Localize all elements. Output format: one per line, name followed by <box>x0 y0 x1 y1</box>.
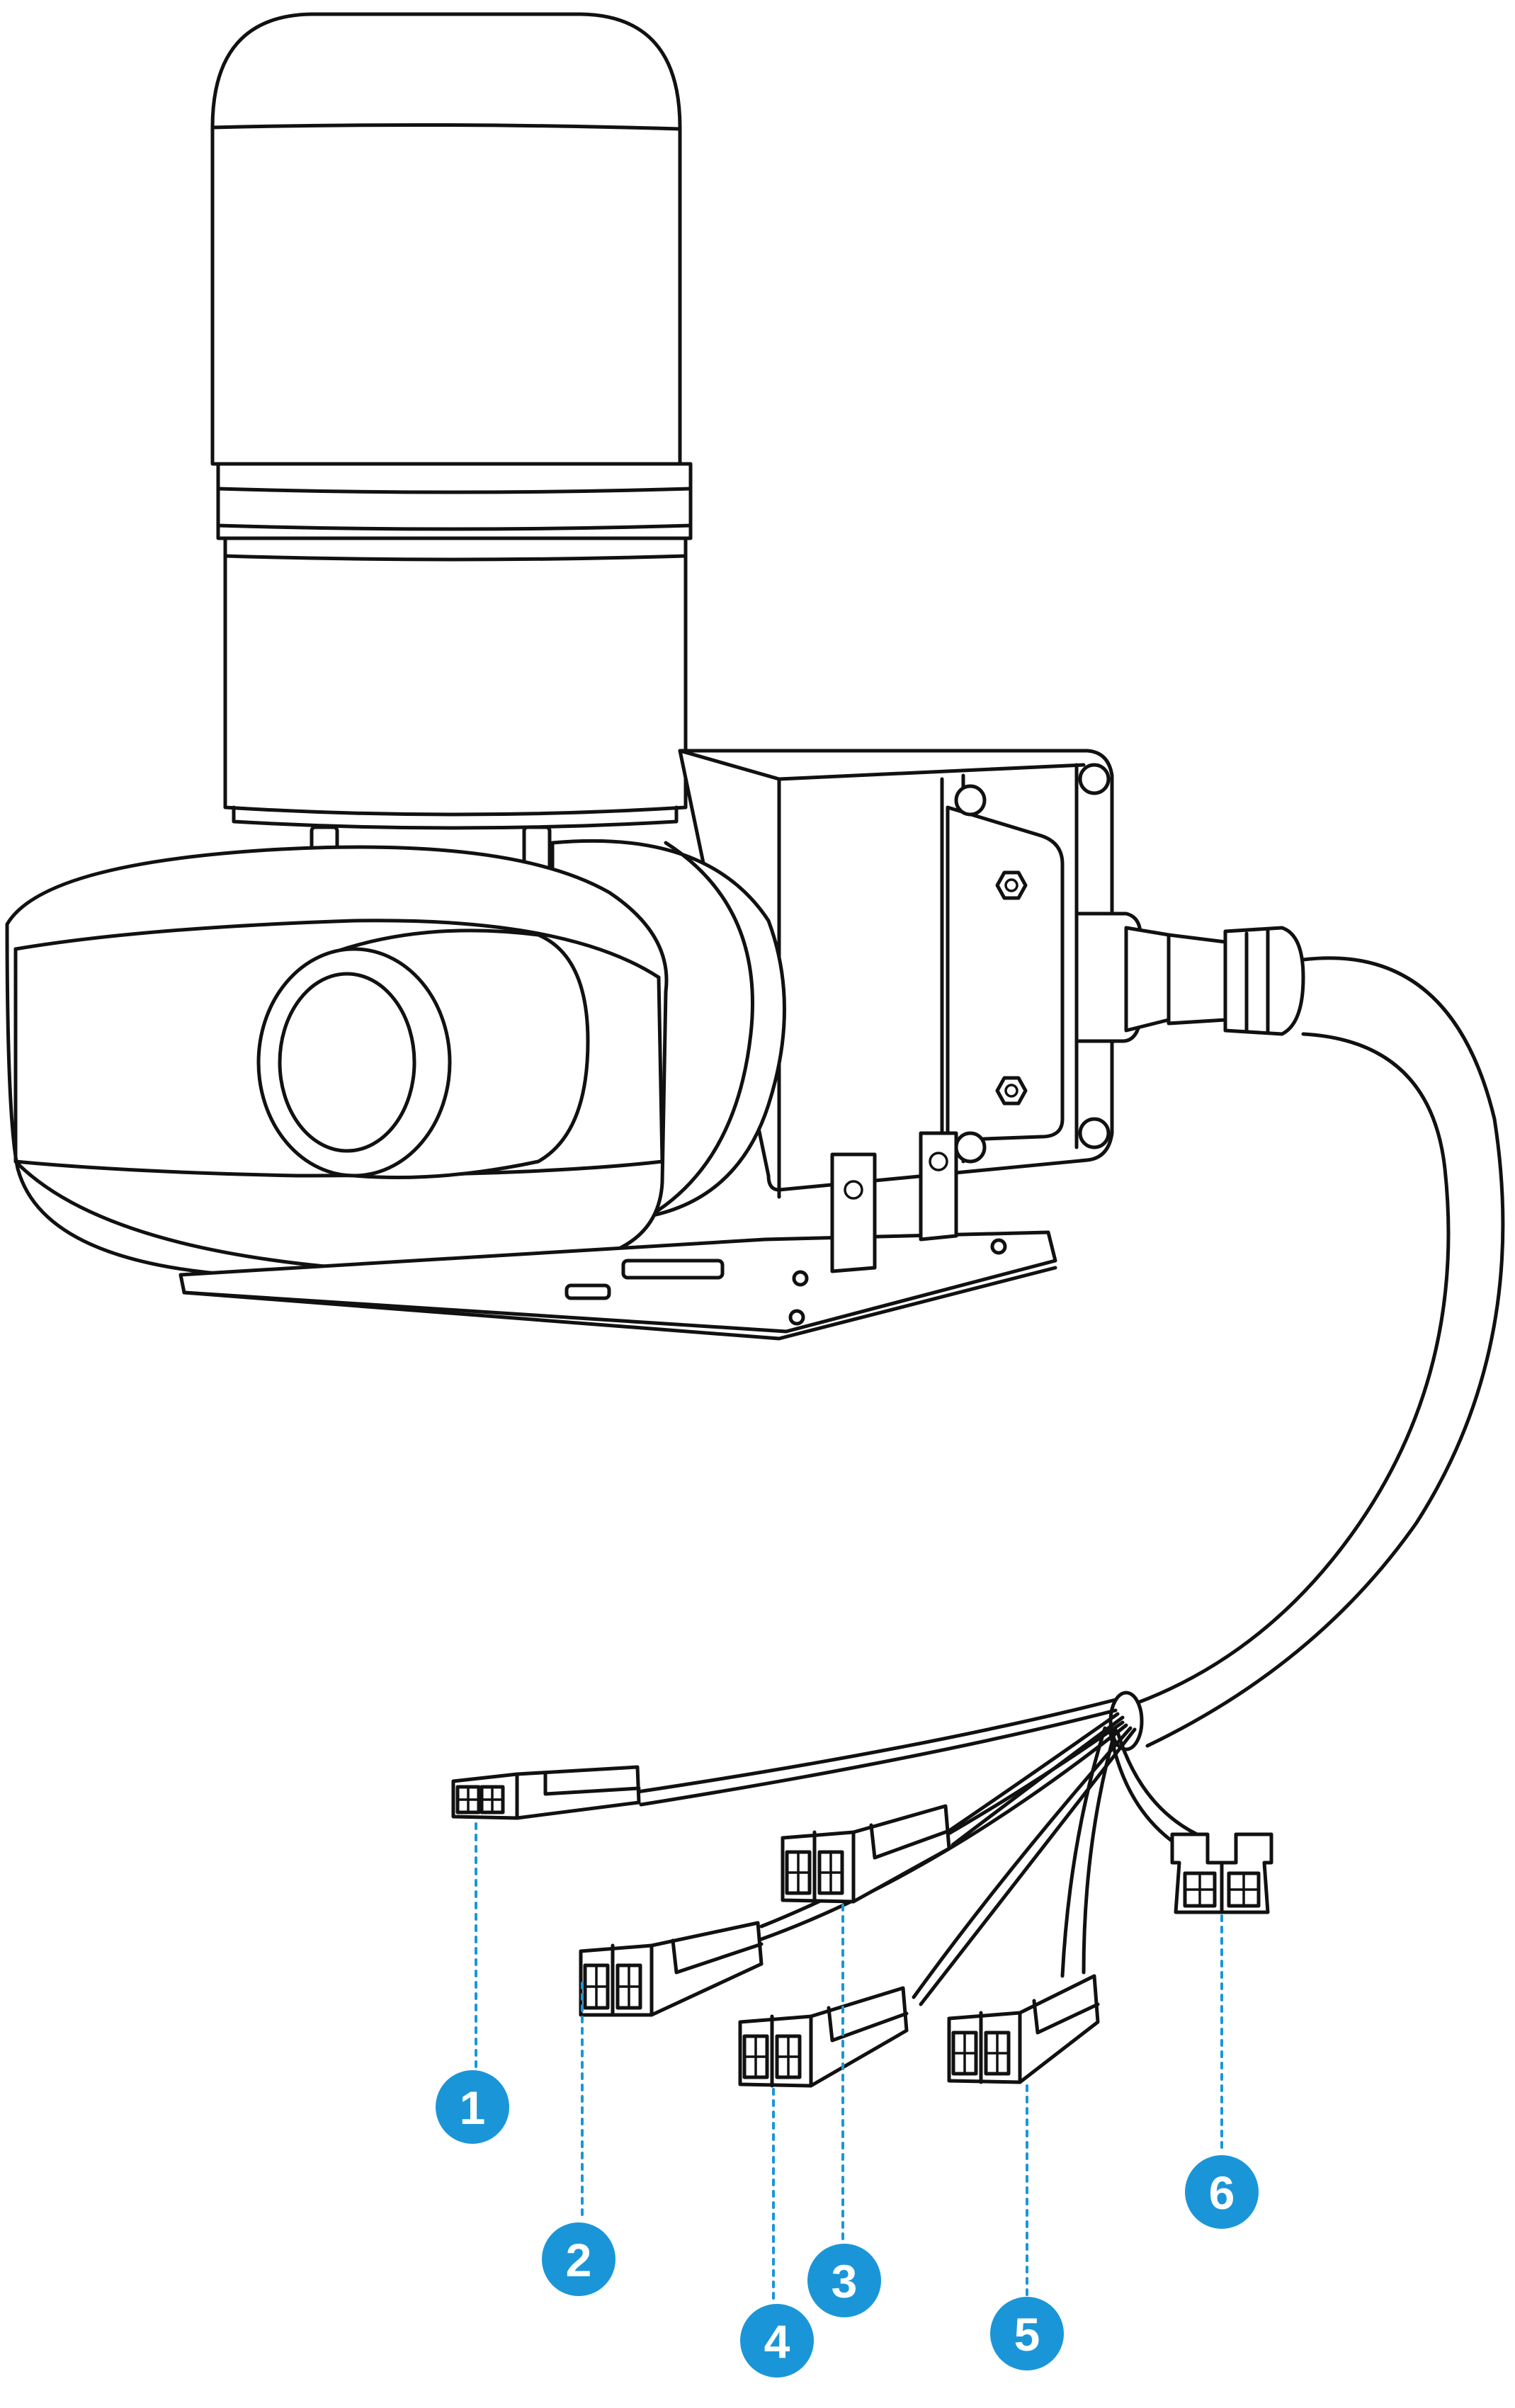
connector-3 <box>781 1804 951 1904</box>
callout-6: 6 <box>1185 2155 1259 2229</box>
beacon-light <box>210 12 693 913</box>
mounting-bracket <box>178 1131 1057 1341</box>
callout-1: 1 <box>436 2070 509 2144</box>
control-box <box>678 749 1114 1199</box>
callout-badge <box>1185 2155 1259 2229</box>
callout-badge <box>542 2222 615 2296</box>
hex-nut <box>995 1076 1028 1106</box>
callout-number: 6 <box>1209 2166 1235 2219</box>
connector-2 <box>579 1921 764 2017</box>
callout-number: 5 <box>1014 2308 1040 2361</box>
callout-badge <box>807 2244 881 2317</box>
cable-gland <box>1074 911 1305 1043</box>
connector-5 <box>947 1974 1100 2084</box>
leader-lines <box>475 1822 1223 2303</box>
callout-number: 4 <box>764 2315 790 2368</box>
callout-2: 2 <box>542 2222 615 2296</box>
connector-4 <box>738 1986 909 2088</box>
callout-badge <box>990 2297 1064 2370</box>
connector-6 <box>1170 1832 1273 1914</box>
callout-number: 3 <box>832 2255 858 2307</box>
branch-wires <box>635 1698 1199 2006</box>
callout-number: 1 <box>460 2082 486 2134</box>
main-cable <box>1108 956 1505 1751</box>
callout-badge <box>436 2070 509 2144</box>
callout-4: 4 <box>740 2304 814 2378</box>
connector-1 <box>451 1765 641 1820</box>
callout-3: 3 <box>807 2244 881 2317</box>
callout-5: 5 <box>990 2297 1064 2370</box>
callout-badge <box>740 2304 814 2378</box>
hex-nut <box>995 870 1028 900</box>
horn-speaker <box>5 839 786 1282</box>
callout-number: 2 <box>566 2234 592 2286</box>
